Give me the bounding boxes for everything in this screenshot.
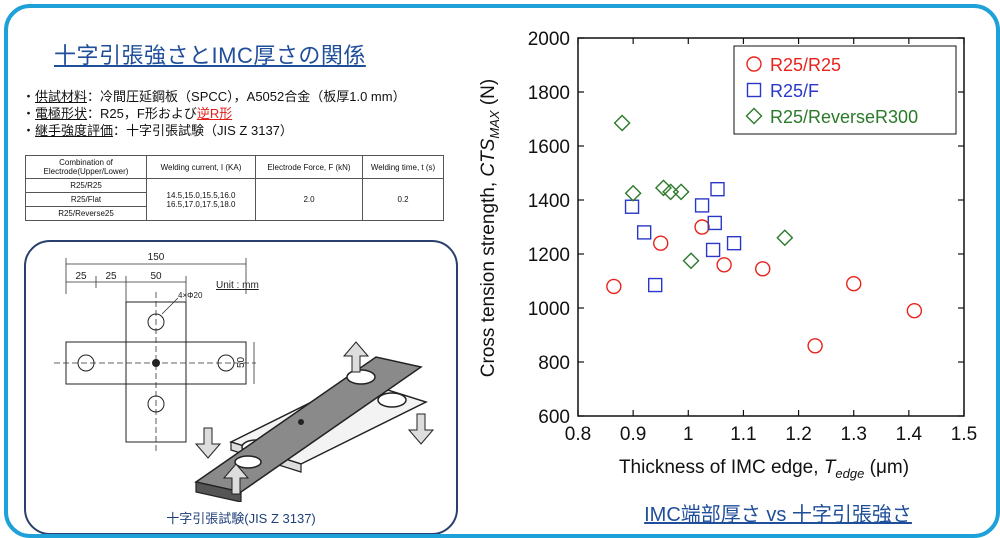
x-tick-label: 0.9 (620, 424, 646, 445)
unit-label: Unit : mm (216, 280, 259, 291)
specimen-box: 150 25 25 50 4×Φ20 50 Unit : mm (24, 240, 458, 534)
legend-marker (746, 56, 762, 72)
bullet-label: 供試材料 (35, 89, 88, 104)
x-tick-label: 1.4 (896, 424, 923, 445)
y-tick-label: 1400 (528, 191, 570, 212)
table-cell: R25/Flat (25, 192, 147, 207)
x-axis-label: Thickness of IMC edge, Tedge (μm) (619, 457, 909, 481)
table-cell-time: 0.2 (362, 178, 444, 221)
bullet-label: 継手強度評価 (35, 123, 114, 138)
dim-50-top-label: 50 (150, 271, 162, 282)
data-point (682, 252, 700, 270)
plot-area (577, 37, 965, 417)
bullet-list: ・供試材料：冷間圧延鋼板（SPCC），A5052合金（板厚1.0 mm） ・電極… (22, 88, 406, 139)
scatter-chart: 0.8 0.9 1 1.1 1.2 1.3 1.4 1.5 600 800 1000 1200 1400… (478, 29, 977, 481)
y-tick-label: 1200 (528, 245, 570, 266)
table-header-row: Combination of Electrode(Upper/Lower) We… (25, 155, 444, 179)
y-axis-label: Cross tension strength, CTSMAX (N) (478, 79, 502, 377)
table-header: Combination of Electrode(Upper/Lower) (25, 155, 147, 179)
chart-axes: 0.8 0.9 1 1.1 1.2 1.3 1.4 1.5 600 800 1000 1200 1400… (528, 29, 977, 445)
x-tick-label: 1.3 (841, 424, 867, 445)
data-point (776, 229, 794, 247)
bullet-text: ：R25，F形および (87, 106, 197, 121)
data-point (654, 179, 672, 197)
data-point (906, 303, 923, 319)
chart-caption: IMC端部厚さ vs 十字引張強さ (644, 504, 912, 526)
legend-label: R25/R25 (770, 55, 841, 75)
bullet-label: 電極形状 (35, 106, 88, 121)
data-point (807, 338, 823, 354)
dim-150-label: 150 (148, 252, 165, 263)
x-tick-label: 1.2 (785, 424, 811, 445)
specimen-drawing: 150 25 25 50 4×Φ20 50 Unit : mm (54, 252, 435, 503)
bullet-test: ・継手強度評価：十字引張試験（JIS Z 3137） (22, 123, 293, 138)
table-cell-force: 2.0 (255, 178, 363, 221)
bullet-highlight: 逆R形 (196, 106, 233, 121)
data-point (716, 257, 732, 273)
dim-25a-label: 25 (75, 271, 87, 282)
slide-title: 十字引張強さとIMC厚さの関係 (54, 43, 366, 68)
table-cell-current: 14.5,15.0,15.5,16.0 16.5,17.0,17.5,18.0 (146, 178, 256, 221)
x-tick-label: 1.5 (951, 424, 977, 445)
bullet-text: ：冷間圧延鋼板（SPCC），A5052合金（板厚1.0 mm） (87, 89, 406, 104)
legend-marker (745, 107, 763, 125)
chart-marks (606, 114, 923, 354)
data-point (636, 225, 652, 240)
hole-label: 4×Φ20 (178, 291, 203, 300)
table-row: R25/R25 14.5,15.0,15.5,16.0 16.5,17.0,17… (25, 178, 444, 221)
data-point (647, 277, 663, 293)
bullet-electrode: ・電極形状：R25，F形および逆R形 (22, 106, 233, 121)
data-point (705, 242, 721, 258)
data-point (694, 198, 710, 213)
table-header: Welding time, t (s) (362, 155, 444, 179)
y-tick-label: 2000 (528, 29, 570, 50)
dim-25b-label: 25 (105, 271, 117, 282)
data-point (653, 235, 669, 251)
data-point (606, 278, 622, 295)
y-tick-label: 1600 (528, 137, 570, 158)
data-point (707, 215, 722, 231)
data-point (846, 276, 862, 292)
table-header: Welding current, I (KA) (146, 155, 256, 179)
slide-frame: 十字引張強さとIMC厚さの関係 ・供試材料：冷間圧延鋼板（SPCC），A5052… (4, 4, 1000, 538)
conditions-table: Combination of Electrode(Upper/Lower) We… (25, 155, 444, 221)
y-tick-label: 800 (538, 353, 570, 374)
data-point (710, 181, 725, 197)
table-cell: R25/R25 (25, 178, 147, 193)
y-tick-label: 600 (538, 407, 570, 428)
x-tick-label: 1 (683, 424, 694, 445)
bullet-text: ：十字引張試験（JIS Z 3137） (113, 123, 293, 138)
legend-marker (746, 82, 762, 98)
x-tick-label: 1.1 (730, 424, 756, 445)
data-point (726, 235, 742, 251)
legend-label: R25/F (770, 81, 819, 101)
data-point (624, 184, 642, 202)
x-tick-label: 0.8 (565, 424, 591, 445)
legend-label: R25/ReverseR300 (770, 107, 918, 127)
y-tick-label: 1800 (528, 83, 570, 104)
data-point (755, 261, 771, 277)
table-cell: R25/Reverse25 (25, 206, 147, 221)
legend-box (733, 45, 957, 135)
table-row: R25/Reverse25 (25, 206, 444, 221)
dim-50-side-label: 50 (236, 356, 247, 368)
data-point (613, 114, 631, 132)
table-header: Electrode Force, F (kN) (255, 155, 363, 179)
data-point (694, 219, 710, 235)
data-point (672, 183, 690, 201)
data-point (624, 199, 640, 214)
bullet-material: ・供試材料：冷間圧延鋼板（SPCC），A5052合金（板厚1.0 mm） (22, 89, 406, 104)
specimen-caption: 十字引張試験(JIS Z 3137) (166, 511, 316, 526)
y-tick-label: 1000 (528, 299, 570, 320)
